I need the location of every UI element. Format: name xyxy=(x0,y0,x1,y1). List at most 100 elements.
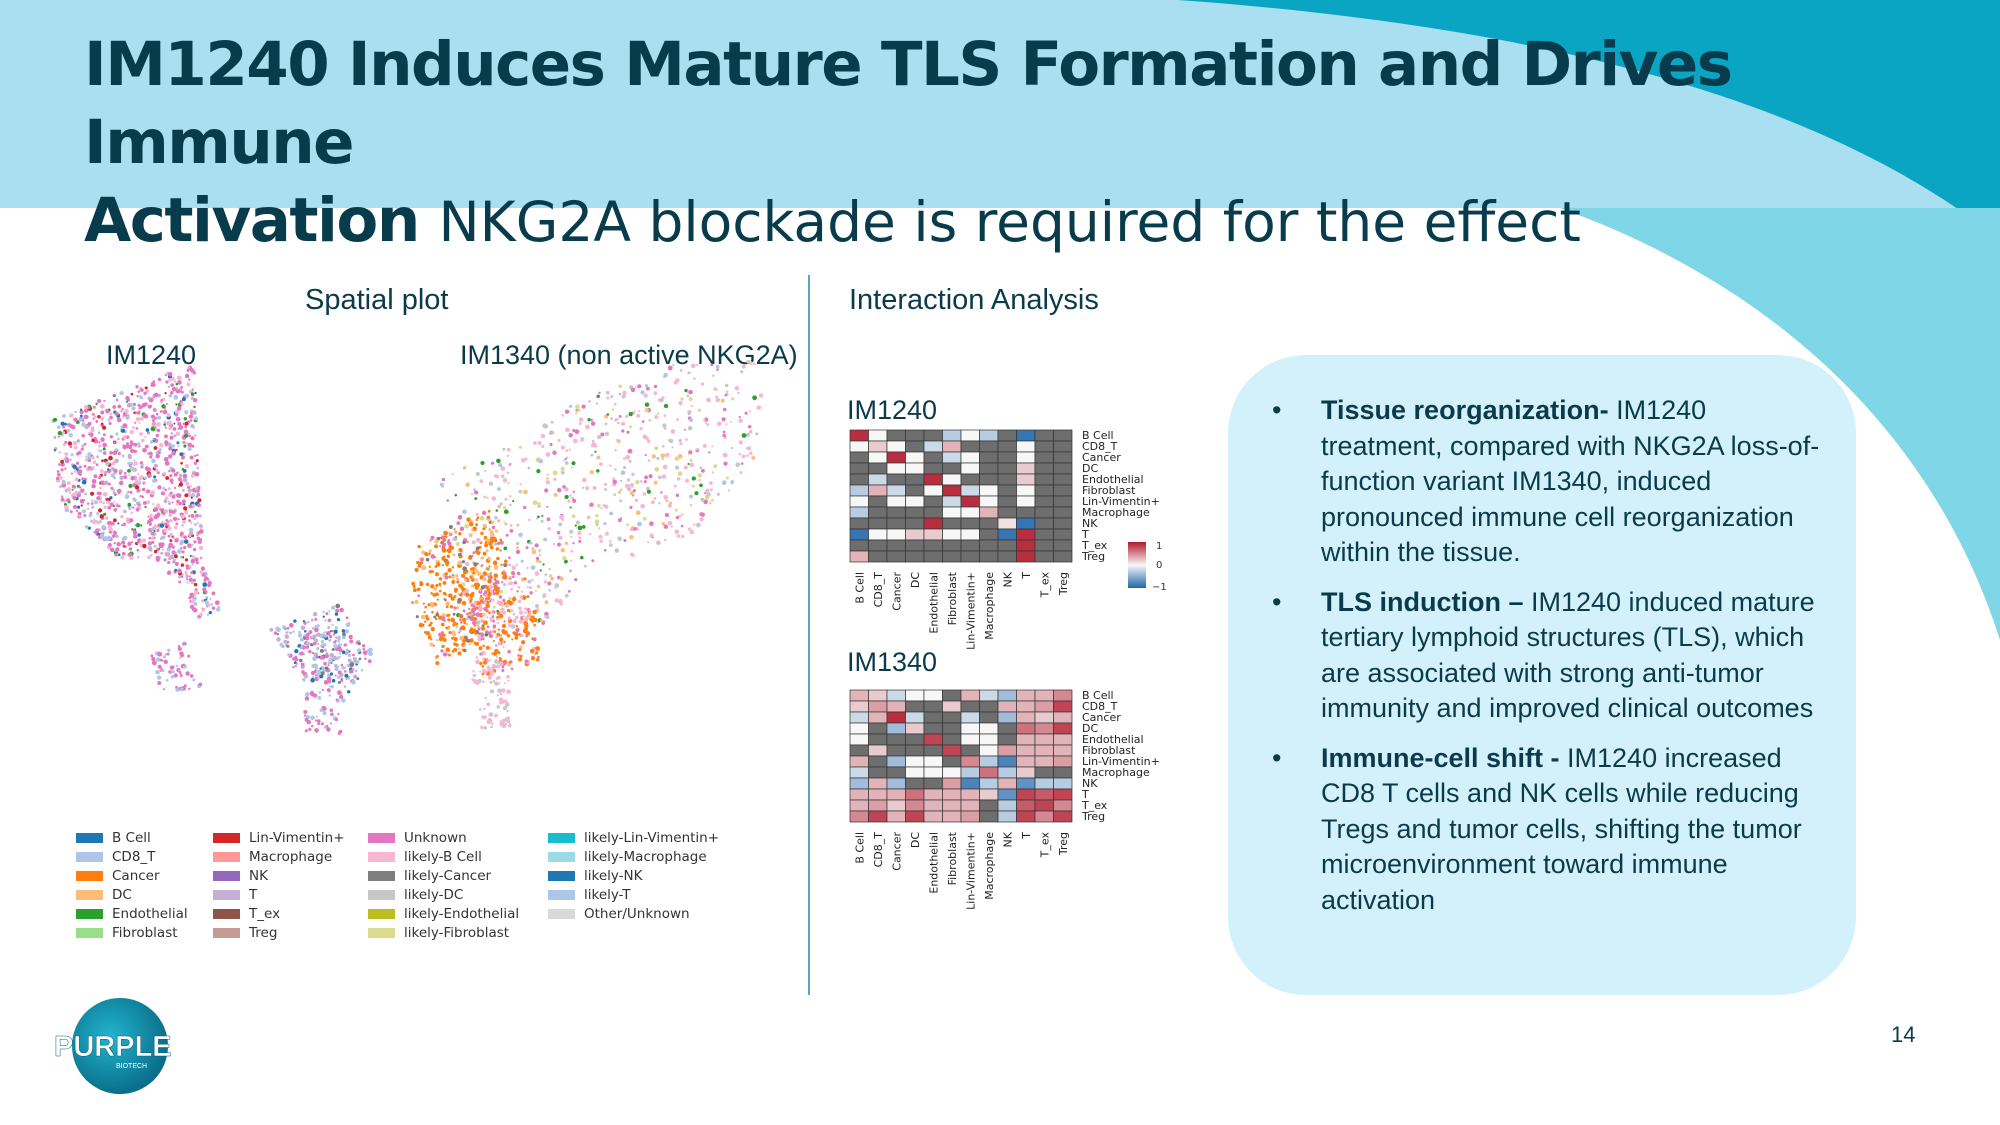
page-number: 14 xyxy=(1891,1022,1916,1047)
bullet-icon: • xyxy=(1272,395,1282,425)
heatmap-cell xyxy=(905,539,925,552)
legend-item: likely-Endothelial xyxy=(368,904,519,923)
heatmap-cell xyxy=(905,711,925,724)
heatmap-cell xyxy=(1053,539,1073,552)
heatmap-cell xyxy=(960,810,980,823)
heatmap-cell xyxy=(997,550,1017,563)
heatmap-cell xyxy=(997,777,1017,790)
title-subtitle: NKG2A blockade is required for the effec… xyxy=(438,190,1581,254)
heatmap-cell xyxy=(997,528,1017,541)
heatmap-cell xyxy=(886,733,906,746)
heatmap-cell xyxy=(1053,517,1073,530)
heatmap-cell xyxy=(905,689,925,702)
legend-swatch xyxy=(76,832,103,843)
legend-swatch xyxy=(76,870,103,881)
heatmap-cell xyxy=(1053,451,1073,464)
heatmap-cell xyxy=(886,777,906,790)
heatmap-cell xyxy=(942,429,962,442)
heatmap-cell xyxy=(923,777,943,790)
legend-item: NK xyxy=(213,866,345,885)
heatmap-cell xyxy=(1016,711,1036,724)
heatmap-im1340: B CellCD8_TCancerDCEndothelialFibroblast… xyxy=(849,689,1160,910)
heatmap-cell xyxy=(1053,440,1073,453)
heatmap-cell xyxy=(997,711,1017,724)
heatmap-cell xyxy=(942,700,962,713)
heatmap-cell xyxy=(942,744,962,757)
heatmap-cell xyxy=(1053,733,1073,746)
heatmap-cell xyxy=(1053,550,1073,563)
legend-item: likely-T xyxy=(548,885,719,904)
heatmap-cell xyxy=(942,722,962,735)
heatmap-cell xyxy=(849,462,869,475)
legend-item: likely-Fibroblast xyxy=(368,923,519,942)
legend-label: Fibroblast xyxy=(112,924,178,941)
heatmap-cell xyxy=(868,484,888,497)
heatmap-row-label: Lin-Vimentin+ xyxy=(1082,495,1160,508)
heatmap-cell xyxy=(868,689,888,702)
heatmap-row-label: Fibroblast xyxy=(1082,484,1136,497)
legend-label: Other/Unknown xyxy=(584,905,690,922)
heatmap-cell xyxy=(849,484,869,497)
heatmap-cell xyxy=(942,484,962,497)
heatmap-cell xyxy=(979,484,999,497)
legend-label: NK xyxy=(249,867,268,884)
heatmap-cell xyxy=(960,711,980,724)
heatmap-cell xyxy=(1016,722,1036,735)
heatmap-cell xyxy=(942,473,962,486)
heatmap-cell xyxy=(942,766,962,779)
heatmap-cell xyxy=(960,722,980,735)
heatmap-cell xyxy=(979,473,999,486)
heatmap-cell xyxy=(905,733,925,746)
bullet-icon: • xyxy=(1272,742,1282,773)
heatmap-row-label: DC xyxy=(1082,462,1098,475)
legend-item: DC xyxy=(76,885,188,904)
heatmap-cell xyxy=(905,755,925,768)
heatmap-col-label: DC xyxy=(909,572,922,588)
heatmap-cell xyxy=(960,495,980,508)
heatmap-col-label: T_ex xyxy=(1038,572,1051,599)
heatmap-cell xyxy=(923,440,943,453)
legend-item: T_ex xyxy=(213,904,345,923)
heatmap-col-label: Fibroblast xyxy=(946,831,959,885)
heatmap-cell xyxy=(923,788,943,801)
heatmap-cell xyxy=(1016,689,1036,702)
heatmap-cell xyxy=(1053,495,1073,508)
heatmap-cell xyxy=(1016,700,1036,713)
heatmap-col-label: Cancer xyxy=(890,832,903,871)
heatmap-cell xyxy=(979,462,999,475)
heatmap-cell xyxy=(1053,722,1073,735)
heatmap-cell xyxy=(979,799,999,812)
heatmap-cell xyxy=(923,473,943,486)
heatmap-cell xyxy=(1034,550,1054,563)
heatmap-cell xyxy=(905,788,925,801)
heatmap-col-label: Macrophage xyxy=(983,572,996,640)
heatmap-cell xyxy=(905,473,925,486)
key-findings-list: • Tissue reorganization- IM1240 treatmen… xyxy=(1272,393,1822,932)
legend-label: likely-Fibroblast xyxy=(404,924,510,941)
heatmap-cell xyxy=(1034,722,1054,735)
heatmap-cell xyxy=(868,810,888,823)
heatmap-cell xyxy=(942,689,962,702)
heatmap-cell xyxy=(849,473,869,486)
heatmap-col-label: Treg xyxy=(1057,572,1070,596)
heatmap-cell xyxy=(979,517,999,530)
heatmap-cell xyxy=(997,451,1017,464)
heatmap-cell xyxy=(886,484,906,497)
heatmap-cell xyxy=(923,495,943,508)
heatmap-cell xyxy=(905,495,925,508)
heatmap-row-label: DC xyxy=(1082,722,1098,735)
heatmap-cell xyxy=(905,700,925,713)
heatmap-cell xyxy=(960,528,980,541)
spatial-scatter-plot xyxy=(51,360,764,736)
heatmap-cell xyxy=(979,528,999,541)
heatmap-cell xyxy=(905,799,925,812)
heatmap-row-label: B Cell xyxy=(1082,689,1114,702)
heatmap-cell xyxy=(923,517,943,530)
heatmap-cell xyxy=(960,550,980,563)
heatmap-cell xyxy=(979,451,999,464)
heatmap-cell xyxy=(997,766,1017,779)
heatmap-cell xyxy=(1053,799,1073,812)
